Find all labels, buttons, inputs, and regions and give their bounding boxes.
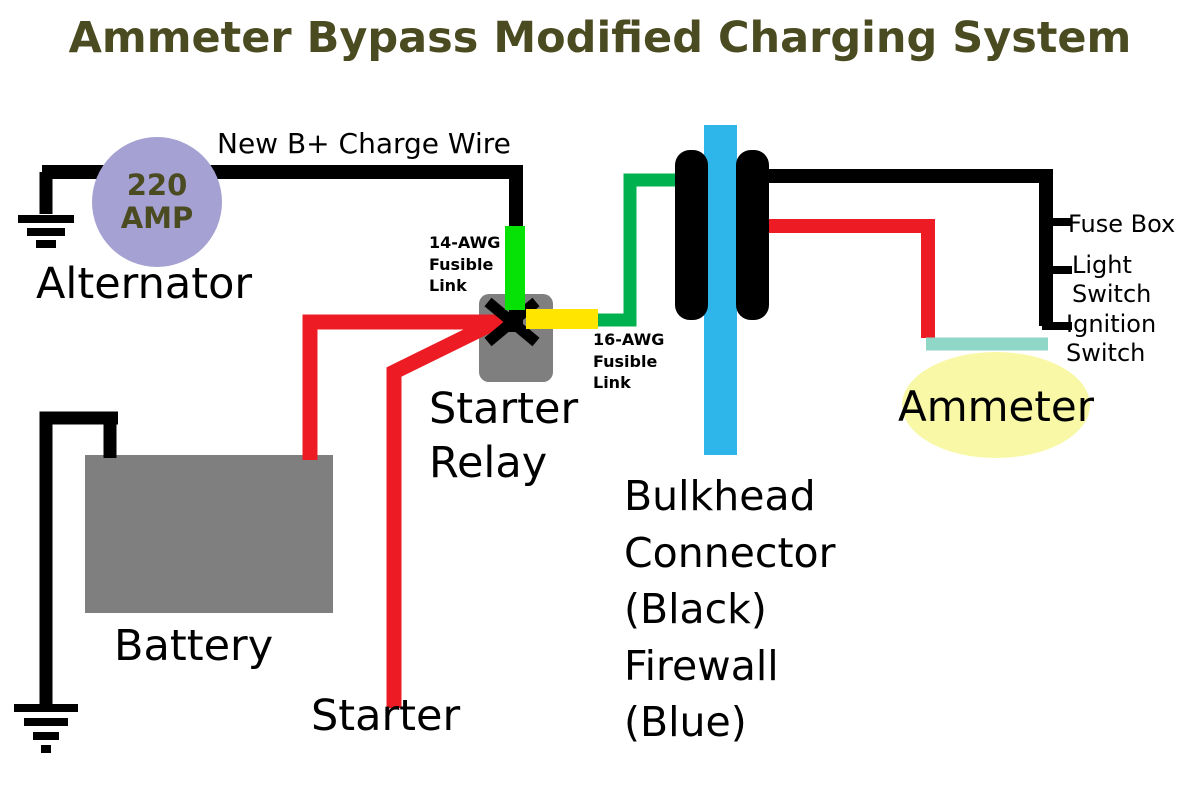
battery-box xyxy=(85,455,333,613)
battery-ground-wire xyxy=(39,411,118,704)
bulkhead-connector-right xyxy=(736,150,769,320)
ammeter-oval xyxy=(902,352,1090,458)
fusebox-wire-black xyxy=(750,169,1053,326)
ammeter-wire-red xyxy=(752,219,935,338)
fusible-link-16 xyxy=(526,309,598,329)
battery-ground-symbol xyxy=(14,704,78,753)
starter-wire-red xyxy=(386,309,512,708)
fusible-link-16-label: 16-AWG Fusible Link xyxy=(593,330,665,393)
alternator-circle: 220 AMP xyxy=(92,137,222,267)
green-wire xyxy=(598,173,694,327)
ignition-switch-label: Ignition Switch xyxy=(1066,310,1157,367)
junction-stroke xyxy=(484,297,540,347)
alternator-rating: 220 AMP xyxy=(120,167,194,235)
battery-ground-run xyxy=(39,411,118,704)
bulkhead-label: Bulkhead Connector (Black) Firewall (Blu… xyxy=(624,472,836,747)
fusible-link-14-label: 14-AWG Fusible Link xyxy=(429,233,501,296)
diagram-title: Ammeter Bypass Modified Charging System xyxy=(68,13,1132,63)
starter-label: Starter xyxy=(311,691,461,741)
battery-label: Battery xyxy=(114,621,274,671)
battery-wire-red xyxy=(302,314,496,460)
starter-relay-label: Starter Relay xyxy=(429,384,579,488)
fusible-link-14 xyxy=(505,226,525,310)
alternator-ground-symbol xyxy=(18,172,74,248)
light-switch-label: Light Switch xyxy=(1072,251,1152,308)
relay-junction xyxy=(484,297,540,347)
alternator-label: Alternator xyxy=(36,259,253,309)
firewall-bar xyxy=(704,125,737,455)
fuse-box-label: Fuse Box xyxy=(1068,210,1176,238)
charge-wire-label: New B+ Charge Wire xyxy=(217,127,511,160)
bulkhead-connector-left xyxy=(675,150,708,320)
ammeter-label: Ammeter xyxy=(898,382,1094,431)
